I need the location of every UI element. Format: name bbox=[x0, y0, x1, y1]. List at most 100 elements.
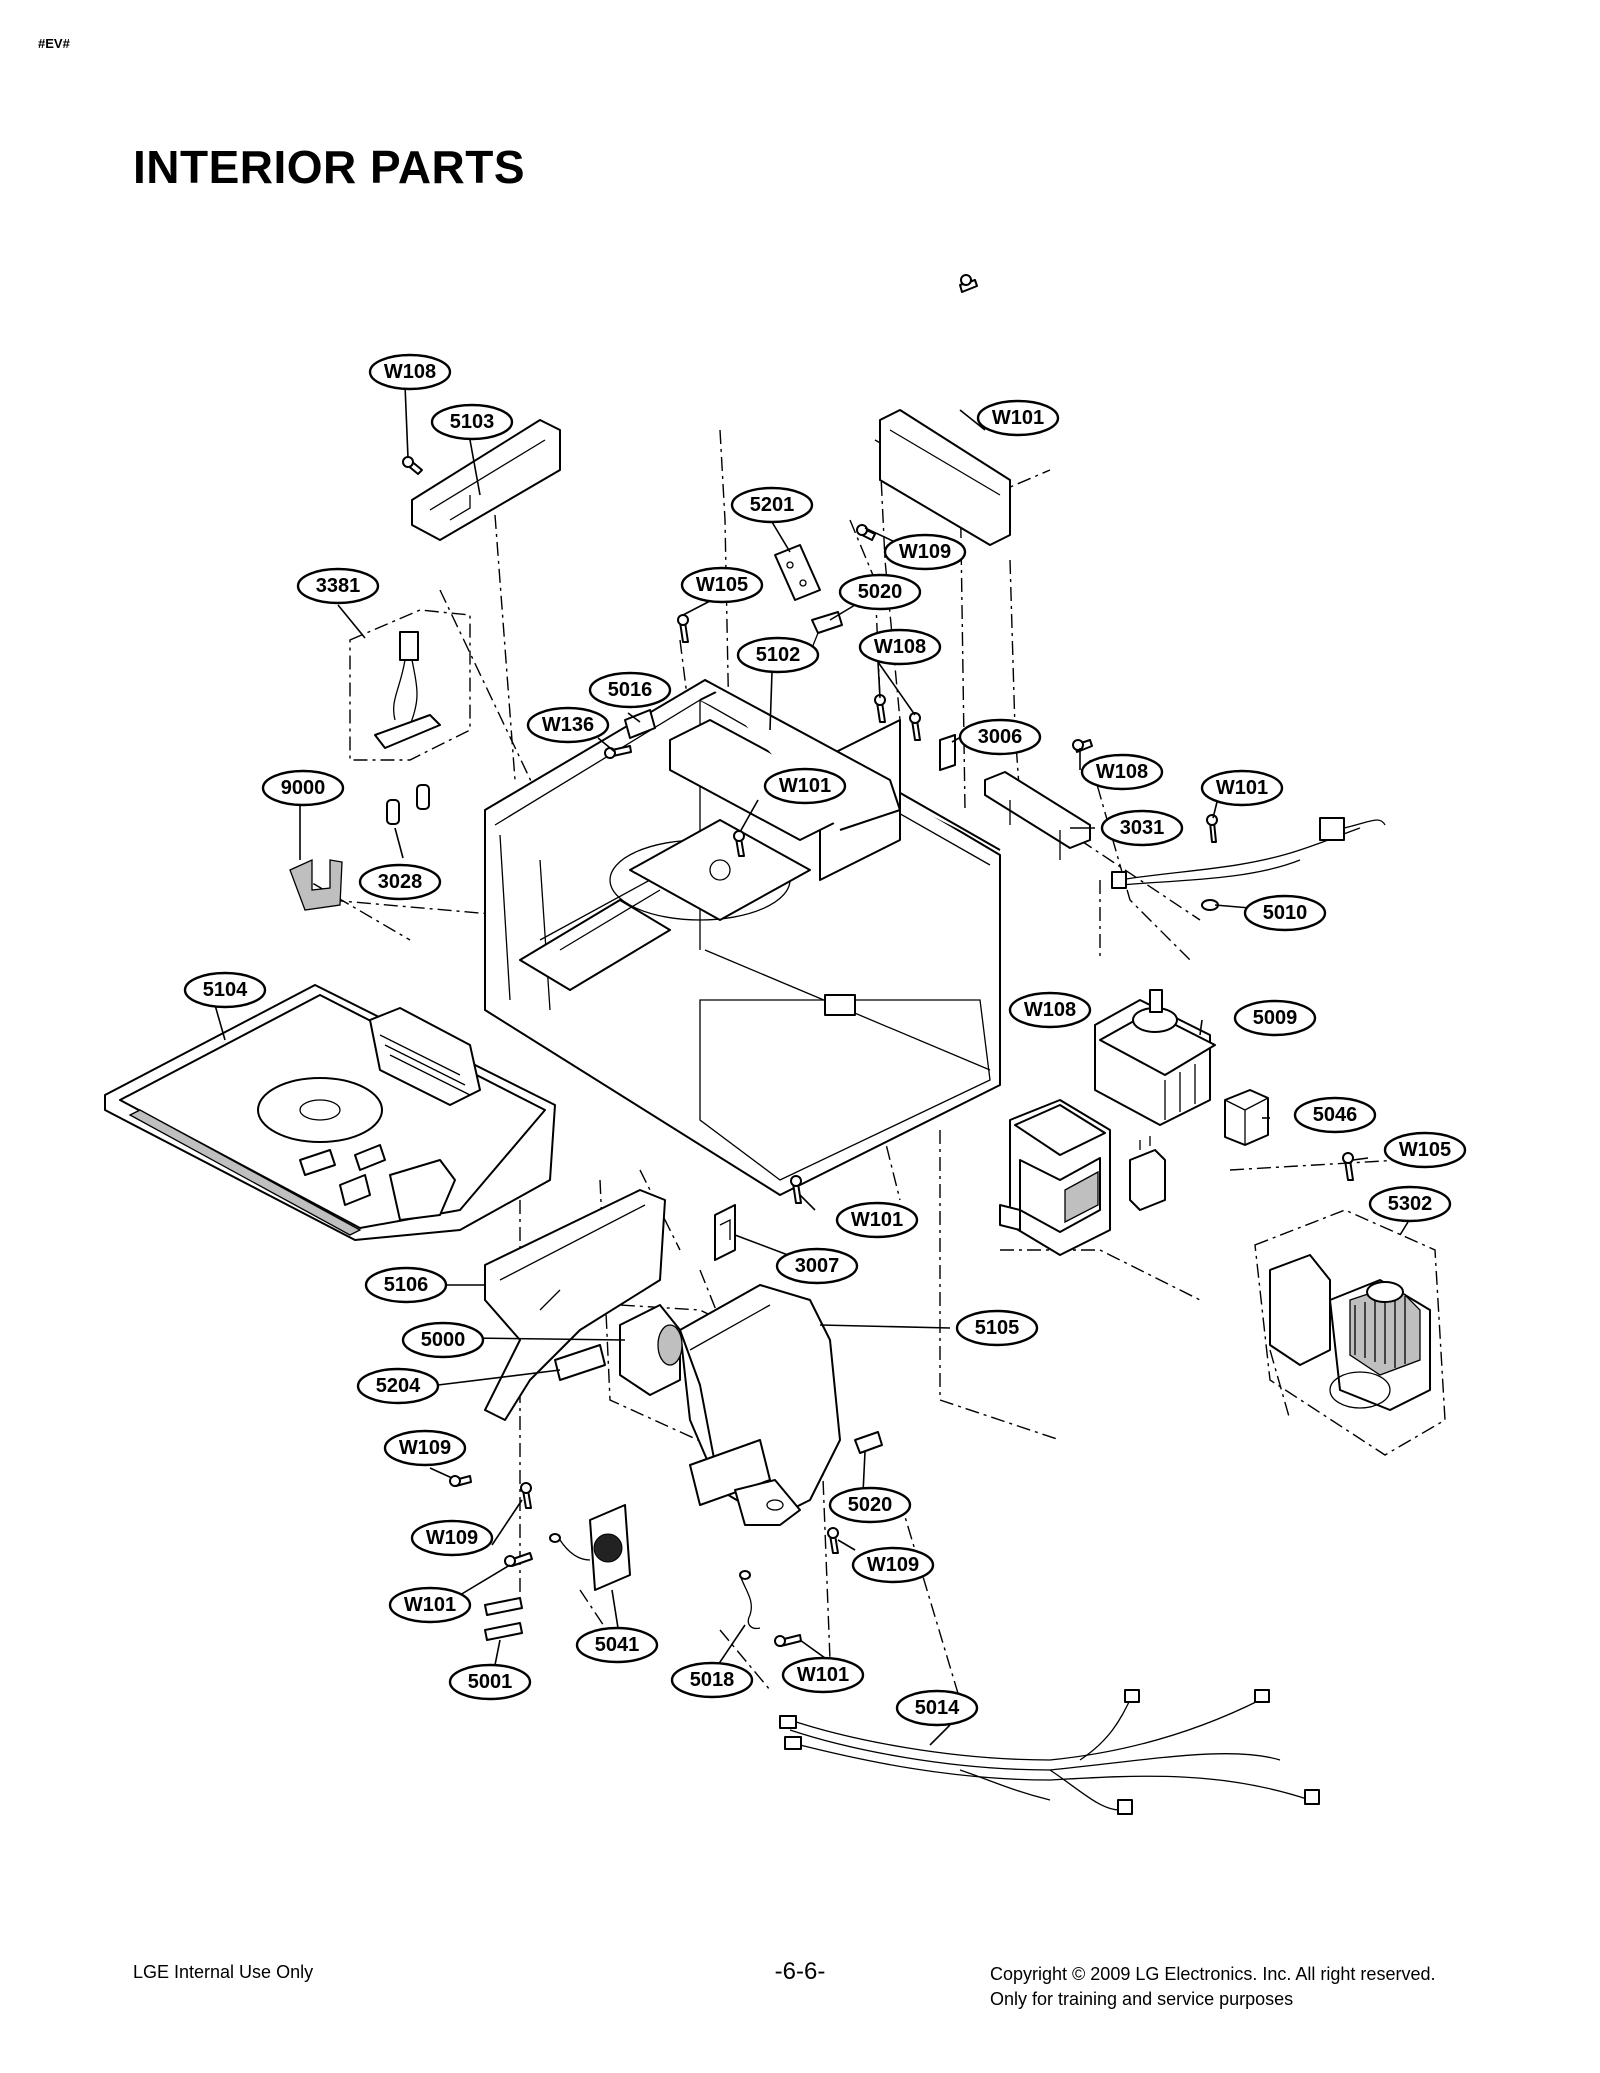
callout-label: 5016 bbox=[608, 679, 653, 701]
callout-label: 5104 bbox=[203, 979, 248, 1001]
callout-label: 5001 bbox=[468, 1671, 513, 1693]
screws-lower bbox=[449, 1475, 839, 1647]
callout-label: 5020 bbox=[858, 581, 903, 603]
callout-label: 9000 bbox=[281, 777, 326, 799]
part-diode bbox=[1129, 1136, 1166, 1211]
footer-copyright-block: Copyright © 2009 LG Electronics. Inc. Al… bbox=[990, 1962, 1435, 2012]
part-5018 bbox=[739, 1570, 761, 1630]
callout-label: 5000 bbox=[421, 1329, 466, 1351]
callout-3007: 3007 bbox=[775, 1247, 859, 1285]
callout-label: 3031 bbox=[1120, 817, 1165, 839]
callout-label: 5106 bbox=[384, 1274, 429, 1296]
callout-label: W108 bbox=[384, 361, 436, 383]
part-9000-clip bbox=[289, 858, 343, 911]
callout-label: W101 bbox=[404, 1594, 456, 1616]
callout-w109-c: W109 bbox=[851, 1546, 935, 1584]
callout-5103: 5103 bbox=[430, 403, 514, 441]
callout-label: W109 bbox=[399, 1437, 451, 1459]
part-3006 bbox=[939, 734, 956, 771]
part-3028-lamps bbox=[386, 784, 430, 825]
callout-w101-f: W101 bbox=[781, 1656, 865, 1694]
callout-label: W101 bbox=[797, 1664, 849, 1686]
callout-w108-b: W108 bbox=[858, 628, 942, 666]
callout-w105-a: W105 bbox=[680, 566, 764, 604]
callout-w101-e: W101 bbox=[388, 1586, 472, 1624]
callout-5041: 5041 bbox=[575, 1626, 659, 1664]
part-top-bracket bbox=[879, 274, 1011, 546]
part-5000-motor bbox=[619, 1304, 683, 1396]
callout-5204: 5204 bbox=[356, 1367, 440, 1405]
part-5041-fan bbox=[549, 1504, 631, 1591]
part-5046 bbox=[1224, 1089, 1269, 1146]
callout-label: W105 bbox=[1399, 1139, 1451, 1161]
callout-5014: 5014 bbox=[895, 1689, 979, 1727]
part-5001-fuses bbox=[484, 1597, 523, 1641]
callout-label: 5020 bbox=[848, 1494, 893, 1516]
copyright-text: Copyright © 2009 LG Electronics. Inc. Al… bbox=[990, 1964, 1436, 1984]
callout-label: 5018 bbox=[690, 1669, 735, 1691]
part-3031-bracket bbox=[984, 739, 1093, 860]
part-5106-duct bbox=[484, 1189, 666, 1421]
callout-label: 5014 bbox=[915, 1697, 960, 1719]
callout-label: 5103 bbox=[450, 411, 495, 433]
callout-3031: 3031 bbox=[1100, 809, 1184, 847]
part-5020-top bbox=[811, 611, 843, 649]
training-note: Only for training and service purposes bbox=[990, 1989, 1294, 2009]
callout-label: 3381 bbox=[316, 575, 361, 597]
part-5020-lower bbox=[854, 1431, 883, 1454]
callout-w109-b: W109 bbox=[383, 1429, 467, 1467]
callout-label: W101 bbox=[779, 775, 831, 797]
part-5103-bracket bbox=[411, 419, 561, 541]
part-5302-fan-motor bbox=[1254, 1209, 1446, 1456]
page-title: INTERIOR PARTS bbox=[133, 141, 526, 193]
assembly-lines bbox=[289, 429, 1401, 1701]
callout-5020-a: 5020 bbox=[838, 573, 922, 611]
leader-lines bbox=[214, 384, 1409, 1746]
callout-5018: 5018 bbox=[670, 1661, 754, 1699]
part-5104-base-plate bbox=[104, 984, 556, 1241]
callout-label: 3007 bbox=[795, 1255, 840, 1277]
callout-label: W136 bbox=[542, 714, 594, 736]
callout-label: W109 bbox=[899, 541, 951, 563]
callout-w101-c: W101 bbox=[1200, 769, 1284, 807]
footer-internal-use: LGE Internal Use Only bbox=[133, 1962, 314, 1982]
callout-3028: 3028 bbox=[358, 863, 442, 901]
screw-w108-top bbox=[402, 456, 423, 475]
callout-label: W101 bbox=[1216, 777, 1268, 799]
callout-label: W101 bbox=[851, 1209, 903, 1231]
callout-label: 3028 bbox=[378, 871, 423, 893]
part-5009-magnetron bbox=[1018, 989, 1216, 1126]
callout-w108-a: W108 bbox=[368, 353, 452, 391]
document-tag: #EV# bbox=[38, 36, 70, 51]
callout-w101-d: W101 bbox=[835, 1201, 919, 1239]
part-3381-harness bbox=[349, 609, 471, 761]
part-transformer bbox=[999, 1099, 1111, 1256]
callout-label: W105 bbox=[696, 574, 748, 596]
callout-w108-c: W108 bbox=[1080, 753, 1164, 791]
callout-label: 5204 bbox=[376, 1375, 421, 1397]
callout-5105: 5105 bbox=[955, 1309, 1039, 1347]
callout-5016: 5016 bbox=[588, 671, 672, 709]
callout-label: 5102 bbox=[756, 644, 801, 666]
callout-label: 3006 bbox=[978, 726, 1023, 748]
part-5102-waveguide bbox=[669, 679, 901, 841]
callout-label: W109 bbox=[426, 1527, 478, 1549]
page-number: -6-6- bbox=[774, 1958, 826, 1985]
callout-label: 5009 bbox=[1253, 1007, 1298, 1029]
callout-w108-d: W108 bbox=[1008, 991, 1092, 1029]
callout-label: 5010 bbox=[1263, 902, 1308, 924]
screw-w105-right bbox=[1342, 1152, 1354, 1181]
callout-label: W108 bbox=[1024, 999, 1076, 1021]
callout-label: 5105 bbox=[975, 1317, 1020, 1339]
callout-w105-b: W105 bbox=[1383, 1131, 1467, 1169]
callout-label: W109 bbox=[867, 1554, 919, 1576]
callout-5104: 5104 bbox=[183, 971, 267, 1009]
callout-label: 5302 bbox=[1388, 1193, 1433, 1215]
callout-5001: 5001 bbox=[448, 1663, 532, 1701]
callout-5302: 5302 bbox=[1368, 1185, 1452, 1223]
part-5010-cord bbox=[1111, 814, 1386, 911]
callout-5000: 5000 bbox=[401, 1321, 485, 1359]
callout-3381: 3381 bbox=[296, 567, 380, 605]
callout-5201: 5201 bbox=[730, 486, 814, 524]
